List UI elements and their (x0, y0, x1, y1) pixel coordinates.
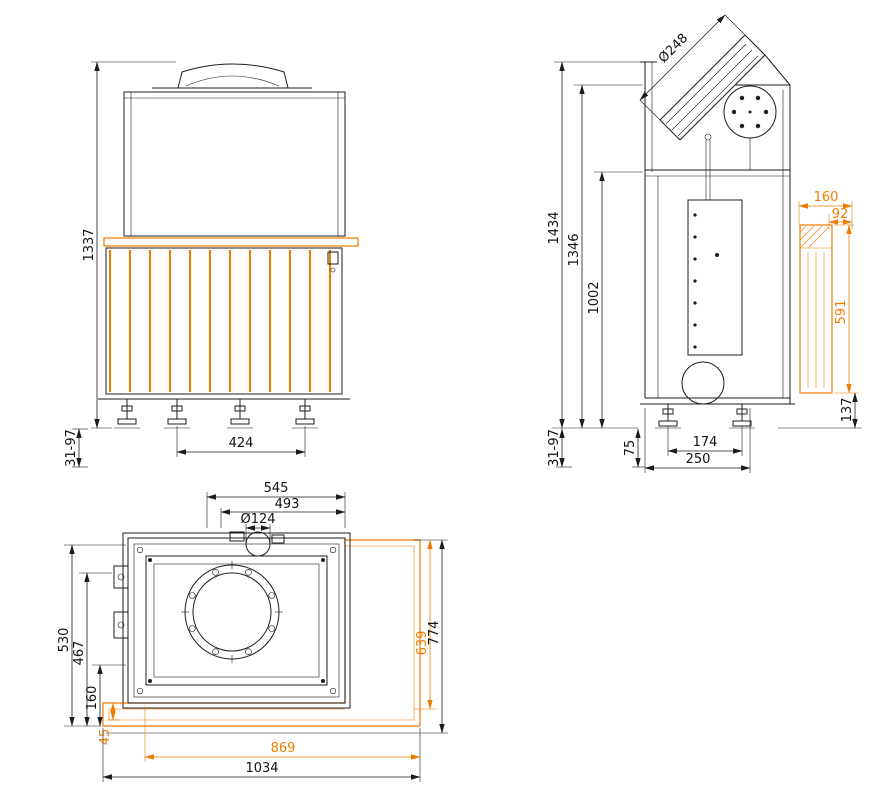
dim-top-opening-width: 493 (275, 497, 300, 512)
dim-top-plate-width-inner: 869 (271, 741, 296, 756)
dim-top-inner-depth: 467 (72, 641, 87, 666)
front-louvre-panel (105, 247, 343, 395)
dim-top-plate-width: 1034 (245, 761, 278, 776)
side-dimensions: Ø248 1434 1346 1002 160 92 591 (547, 14, 859, 473)
dim-top-frame-width: 545 (264, 481, 289, 496)
front-dome (152, 63, 312, 89)
dim-side-overall-height: 1434 (547, 211, 562, 244)
front-base-and-feet (98, 398, 350, 429)
side-body (640, 34, 862, 429)
top-view: 545 493 Ø124 530 467 160 45 (57, 481, 448, 782)
dim-side-rear-offset-2: 92 (832, 207, 849, 222)
dim-side-base-depth: 250 (686, 452, 711, 467)
side-heat-shield-panel (799, 224, 833, 394)
front-shelf (103, 237, 359, 247)
dim-top-body-depth: 530 (57, 628, 72, 653)
front-dimensions: 1337 31-97 424 (64, 61, 306, 468)
dim-front-floor-clearance: 31-97 (64, 429, 79, 467)
dim-side-firebox-height: 1002 (587, 281, 602, 314)
dim-side-rear-offset: 160 (814, 190, 839, 205)
dim-side-foot-height: 75 (623, 440, 638, 457)
dim-side-body-height: 1346 (567, 233, 582, 266)
dim-top-rear-depth: 160 (85, 686, 100, 711)
dim-top-collar-diameter: Ø124 (240, 512, 275, 527)
dim-side-panel-height: 591 (834, 300, 849, 325)
dim-front-foot-spacing: 424 (229, 436, 254, 451)
dim-side-flue-diameter: Ø248 (656, 31, 691, 66)
dim-side-floor-clearance: 31-97 (547, 429, 562, 467)
dim-side-foot-spacing: 174 (693, 435, 718, 450)
front-upper-body (123, 91, 346, 237)
side-view: Ø248 1434 1346 1002 160 92 591 (547, 14, 862, 473)
dim-top-plate-overhang: 45 (98, 729, 113, 746)
top-dimensions: 545 493 Ø124 530 467 160 45 (57, 481, 448, 782)
top-body (113, 531, 351, 709)
dim-front-total-height: 1337 (82, 228, 97, 261)
dim-top-plate-depth: 774 (427, 621, 442, 646)
dim-side-panel-floor-gap: 137 (840, 398, 855, 423)
top-floor-plate (102, 539, 448, 734)
dim-top-plate-depth-inner: 639 (415, 631, 430, 656)
front-view: 1337 31-97 424 (64, 61, 359, 468)
